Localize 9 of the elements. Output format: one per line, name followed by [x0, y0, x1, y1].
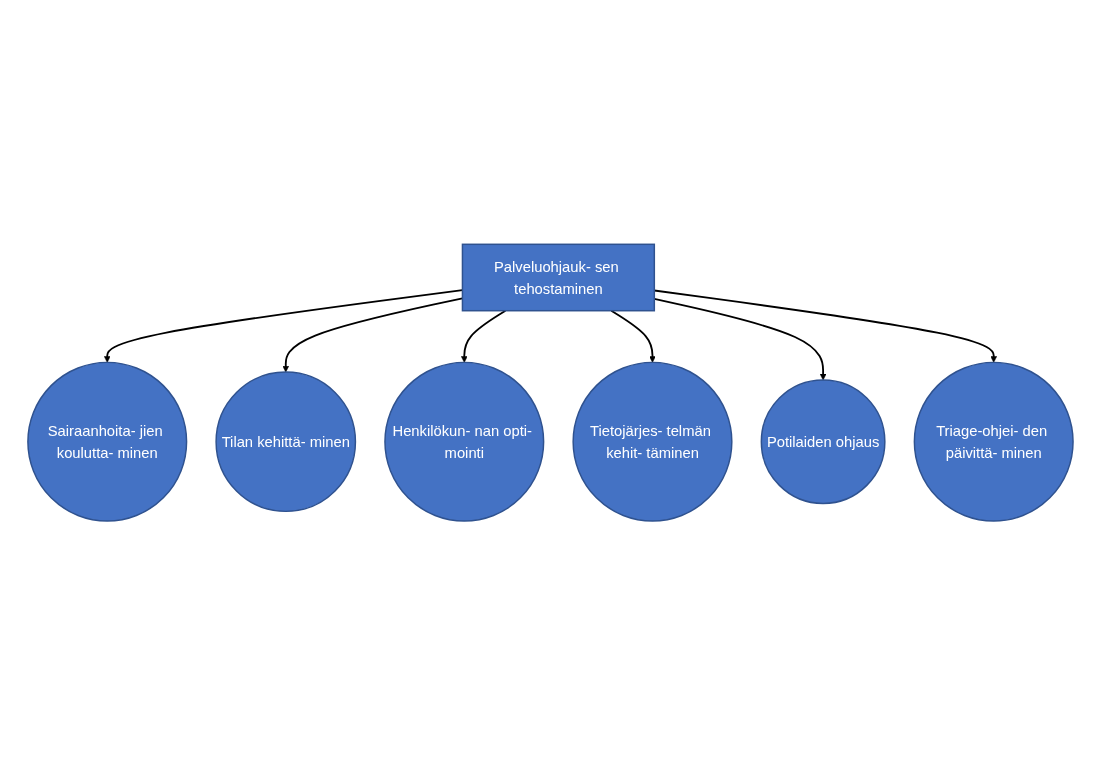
arrow — [610, 310, 656, 363]
node-circle: Sairaanhoita- jien koulutta- minen — [27, 361, 188, 523]
node-box: Palveluohjauk- sen tehostaminen — [461, 243, 656, 312]
node-circle: Henkilökun- nan opti- mointi — [384, 361, 545, 523]
node-circle: Tietojärjes- telmän kehit- täminen — [572, 361, 733, 523]
node-circle: Potilaiden ohjaus — [760, 379, 886, 505]
node-circle: Tilan kehittä- minen — [215, 371, 357, 513]
node-circle: Triage-ohjei- den päivittä- minen — [913, 361, 1074, 523]
arrow — [461, 310, 507, 363]
